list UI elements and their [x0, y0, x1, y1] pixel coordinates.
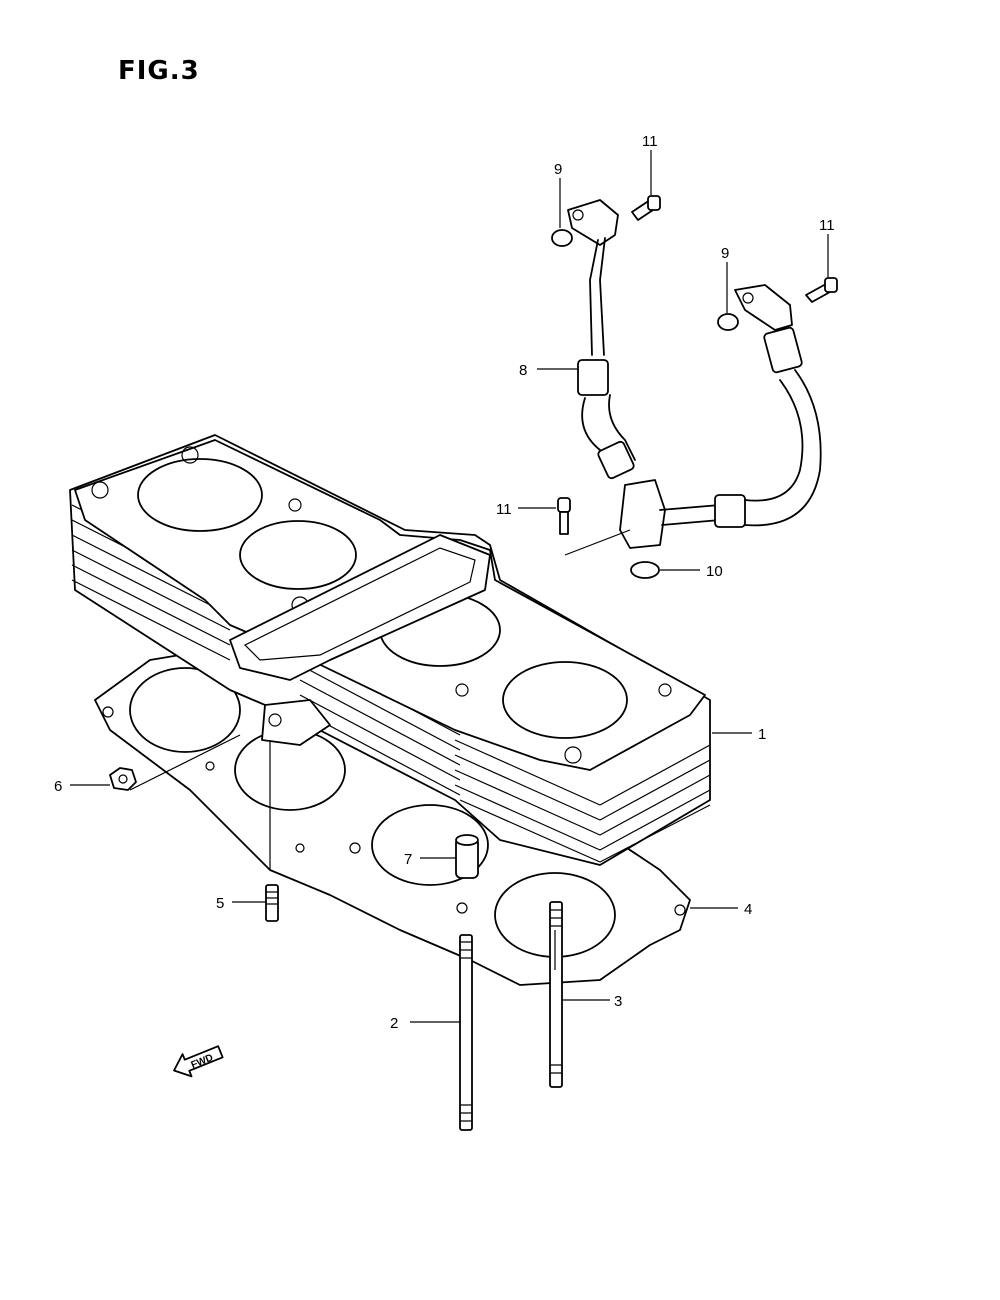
- stud-3: [549, 901, 563, 1088]
- o-ring-9b: [717, 313, 739, 331]
- callout-5: 5: [216, 895, 224, 912]
- stud-2: [459, 934, 473, 1131]
- callout-11a: 11: [642, 133, 658, 150]
- bolt-11c: [557, 497, 571, 535]
- cylinder-block: [69, 434, 711, 866]
- callout-1: 1: [758, 726, 766, 743]
- callout-10: 10: [706, 563, 723, 580]
- figure-title: FIG.3: [118, 56, 200, 86]
- callout-9a: 9: [554, 161, 562, 178]
- stud-5: [265, 884, 279, 922]
- callout-9b: 9: [721, 245, 729, 262]
- oil-hose-assembly: [567, 199, 822, 549]
- bolt-11b: [805, 277, 838, 303]
- callout-2: 2: [390, 1015, 398, 1032]
- dowel-pin-7: [455, 834, 479, 879]
- callout-11b: 11: [819, 217, 835, 234]
- o-ring-10: [630, 561, 660, 579]
- nut-6: [109, 767, 137, 791]
- callout-11c: 11: [496, 501, 512, 518]
- fwd-arrow-icon: FWD: [173, 1045, 224, 1078]
- guide-line: [129, 734, 241, 791]
- callout-3: 3: [614, 993, 622, 1010]
- callout-4: 4: [744, 901, 752, 918]
- callout-6: 6: [54, 778, 62, 795]
- guide-line: [564, 529, 631, 556]
- o-ring-9a: [551, 229, 573, 247]
- leader-lines: [70, 150, 829, 1023]
- callout-8: 8: [519, 362, 527, 379]
- callout-7: 7: [404, 851, 412, 868]
- bolt-11a: [631, 195, 661, 221]
